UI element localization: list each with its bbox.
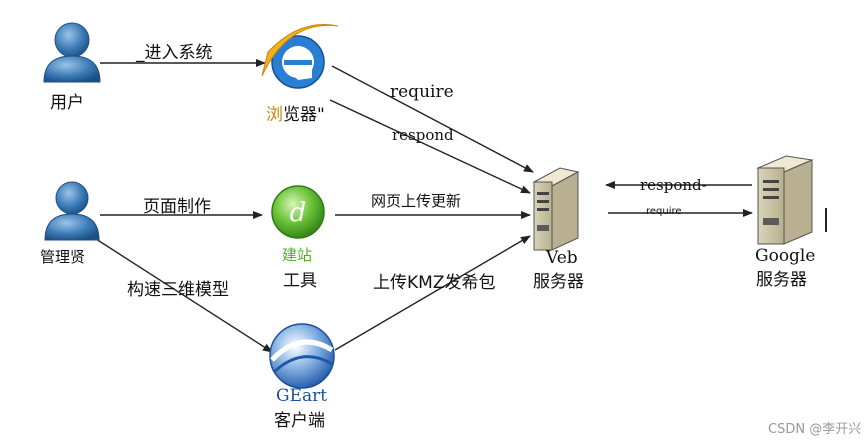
ge-name-label: GEart [276,386,328,406]
google-earth-icon [269,323,335,389]
watermark: CSDN @李开兴 [768,422,862,437]
edge-label-google-respond: respond- [640,176,707,194]
web-server-label-2: 服务器 [533,272,584,292]
edge-label-enter-system: _进入系统 [136,43,213,63]
edge-ge-web [334,235,531,351]
admin-label: 管理贤 [40,248,86,266]
edge-label-upload-update: 网页上传更新 [371,192,462,210]
user-person-icon [43,22,101,83]
ge-client-label: 客户端 [274,411,325,431]
browser-ie-icon [261,23,339,89]
web-server-label-1: Veb [546,248,578,268]
browser-label-rest: 览器" [283,105,325,125]
edge-browser-respond [329,99,531,194]
edge-label-model-3d: 构速三维模型 [127,280,229,300]
web-server-icon [532,167,580,251]
browser-label: 浏览器" [266,100,325,125]
dreamweaver-overlay-label: 建站 [282,246,313,264]
edge-browser-require [331,65,534,173]
dreamweaver-icon: d [271,185,325,239]
edge-label-respond: respond [392,126,454,144]
svg-text:d: d [290,198,307,228]
google-server-label-1: Google [755,246,816,266]
edge-admin-ge [81,229,273,353]
admin-person-icon [44,181,100,241]
edge-label-google-require: require [646,206,682,217]
browser-label-highlight: 浏 [266,105,283,125]
google-server-label-2: 服务器 [756,270,807,290]
edges [81,59,753,353]
user-label: 用户 [50,93,84,113]
edge-label-upload-kmz: 上传KMZ发希包 [373,273,496,293]
google-server-icon [756,155,827,245]
edge-label-require: require [390,82,454,102]
edge-label-page-making: 页面制作 [143,197,211,217]
tool-label: 工具 [283,271,317,291]
